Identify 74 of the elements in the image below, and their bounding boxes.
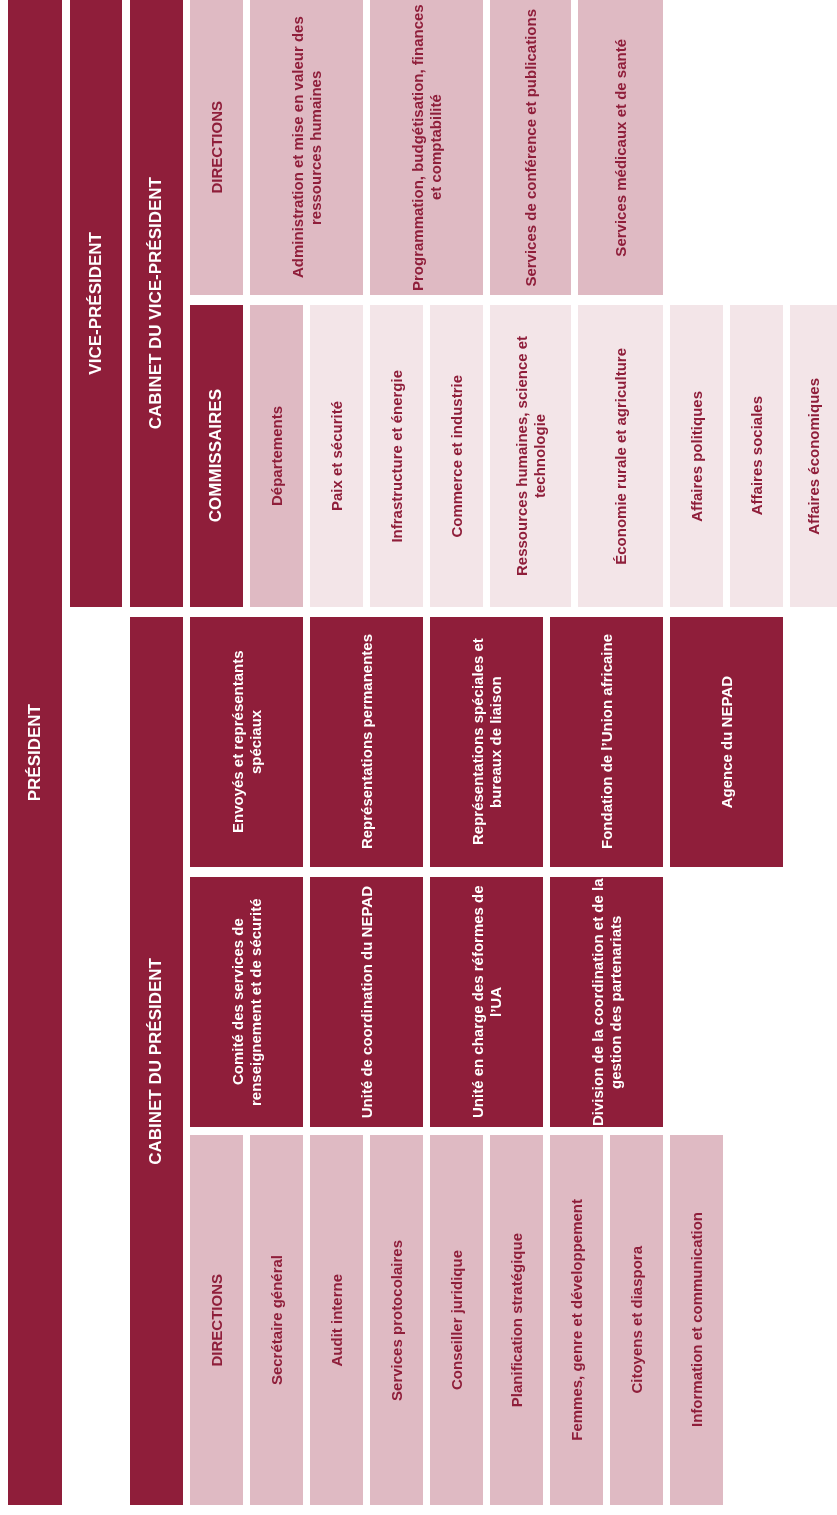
unit-label: Citoyens et diaspora [627, 1246, 646, 1394]
unit-box [430, 617, 543, 867]
unit-box [610, 1135, 663, 1505]
unit-label: Ressources humaines, science et technologie [512, 334, 549, 579]
unit-box [310, 877, 423, 1127]
unit-label: Secrétaire général [267, 1254, 286, 1386]
unit-box [670, 305, 723, 607]
unit-label: Division de la coordination et de la gestion des partenariats [588, 877, 625, 1127]
unit-label: Fondation de l’Union africaine [597, 634, 616, 850]
unit-box [370, 0, 483, 295]
unit-box [490, 1135, 543, 1505]
unit-label: Services protocolaires [387, 1239, 406, 1401]
unit-box [730, 305, 783, 607]
unit-box [250, 0, 363, 295]
header-label: CABINET DU VICE-PRÉSIDENT [146, 177, 167, 430]
header-label: VICE-PRÉSIDENT [85, 232, 106, 375]
unit-label: Envoyés et représentants spéciaux [228, 649, 265, 836]
unit-box [310, 1135, 363, 1505]
unit-label: Infrastructure et énergie [387, 369, 406, 543]
header-band [190, 305, 243, 607]
header-band [190, 0, 243, 295]
unit-box [670, 617, 783, 867]
unit-label: Représentations permanentes [357, 634, 376, 850]
header-band [190, 1135, 243, 1505]
unit-label: Départements [267, 405, 286, 506]
unit-label: Commerce et industrie [447, 374, 466, 538]
unit-label: Administration et mise en valeur des ressources humaines [288, 15, 325, 281]
unit-box [190, 617, 303, 867]
unit-box [430, 877, 543, 1127]
unit-box [370, 305, 423, 607]
unit-label: Information et communication [687, 1212, 706, 1428]
unit-label: Affaires économiques [804, 377, 823, 535]
unit-box [250, 1135, 303, 1505]
unit-box [250, 305, 303, 607]
unit-box [310, 305, 363, 607]
header-label: DIRECTIONS [207, 1273, 226, 1367]
unit-label: Représentations spéciales et bureaux de liaison [468, 637, 505, 848]
unit-box [190, 877, 303, 1127]
unit-box [490, 305, 571, 607]
unit-box [550, 1135, 603, 1505]
header-band [8, 0, 62, 1505]
unit-box [578, 305, 663, 607]
unit-box [790, 305, 837, 607]
unit-box [430, 1135, 483, 1505]
unit-label: Unité de coordination du NEPAD [357, 885, 376, 1119]
unit-box [550, 877, 663, 1127]
unit-box [670, 1135, 723, 1505]
unit-label: Affaires sociales [747, 396, 766, 516]
unit-label: Audit interne [327, 1273, 346, 1367]
unit-label: Femmes, genre et développement [567, 1199, 586, 1441]
unit-label: Services de conférence et publications [521, 8, 540, 287]
unit-box [430, 305, 483, 607]
unit-label: Conseiller juridique [447, 1250, 466, 1390]
unit-label: Programmation, budgétisation, finances et comptabilité [408, 3, 445, 293]
unit-label: Agence du NEPAD [717, 675, 736, 809]
unit-label: Comité des services de renseignement et de sécurité [228, 897, 265, 1108]
header-label: PRÉSIDENT [24, 703, 45, 802]
unit-label: Unité en charge des réformes de l’UA [468, 884, 505, 1121]
unit-box [490, 0, 571, 295]
header-band [130, 617, 183, 1505]
header-band [130, 0, 183, 607]
unit-label: Paix et sécurité [327, 400, 346, 512]
header-label: CABINET DU PRÉSIDENT [146, 957, 167, 1165]
unit-label: Économie rurale et agriculture [611, 347, 630, 565]
header-label: COMMISSAIRES [206, 389, 227, 523]
unit-box [370, 1135, 423, 1505]
unit-label: Services médicaux et de santé [611, 38, 630, 257]
unit-label: Planification stratégique [507, 1232, 526, 1408]
unit-box [550, 617, 663, 867]
header-band [70, 0, 122, 607]
unit-box [310, 617, 423, 867]
header-label: DIRECTIONS [207, 101, 226, 194]
unit-label: Affaires politiques [687, 390, 706, 522]
unit-box [578, 0, 663, 295]
